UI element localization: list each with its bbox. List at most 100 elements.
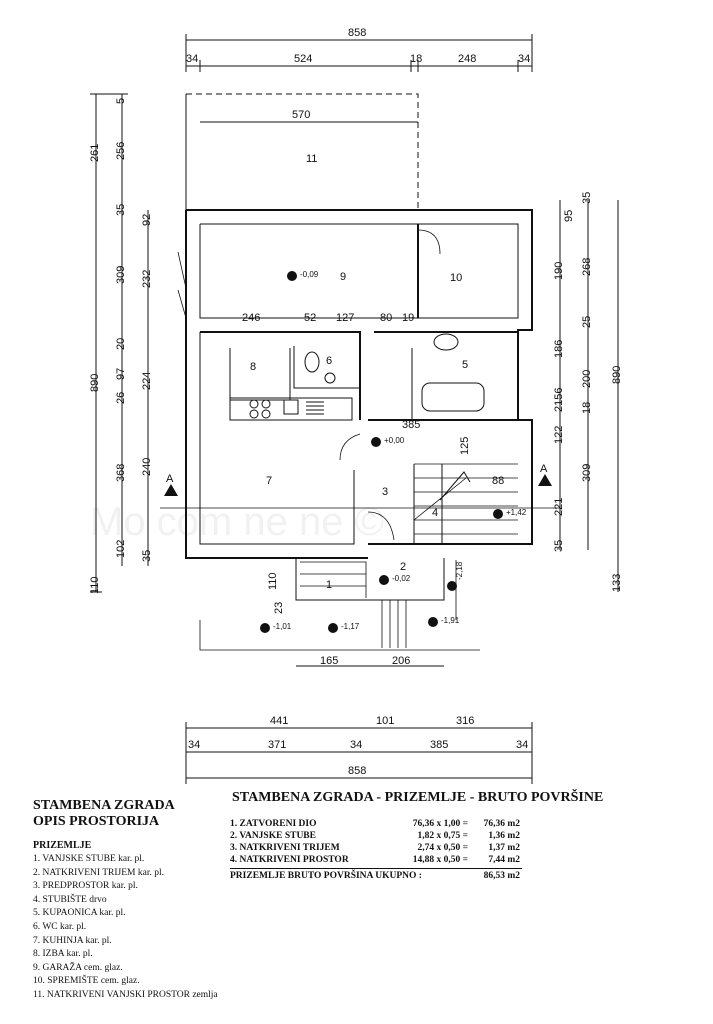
dim-left-inner: 97 (115, 368, 127, 380)
legend-item: 11. NATKRIVENI VANJSKI PROSTOR zemlja (33, 989, 218, 1000)
level-marker-icon (447, 581, 457, 591)
dim-right-inner: 190 (553, 262, 565, 280)
dim-top-inner: 570 (292, 109, 310, 121)
room-number: 5 (462, 359, 468, 371)
dim-bottom-row2: 385 (430, 739, 448, 751)
section-label: A (540, 463, 548, 475)
dim-inner: 80 (380, 312, 392, 324)
dim-left-inner: 368 (115, 464, 127, 482)
legend-subtitle: OPIS PROSTORIJA (33, 814, 160, 829)
dim-left-inner: 35 (115, 204, 127, 216)
dim-right-inner: 309 (581, 464, 593, 482)
dim-top-overall: 858 (348, 27, 366, 39)
dim-bottom-overall: 858 (348, 765, 366, 777)
level-label: -2,18 (455, 561, 464, 580)
dim-left-inner: 5 (115, 98, 127, 104)
garage-walls (199, 223, 519, 319)
dim-stair-step: 88 (492, 475, 504, 487)
dim-left-inner-b: 35 (141, 550, 153, 562)
legend-item: 4. STUBIŠTE drvo (33, 894, 107, 905)
level-label: +0,00 (384, 436, 405, 445)
floor-plan-drawing: Mo com ne ne © 858 34 524 18 248 34 570 … (89, 27, 623, 784)
watermark: Mo com ne ne © (90, 500, 384, 544)
dim-entry: 165 (320, 655, 338, 667)
level-marker-icon (379, 575, 389, 585)
dim-right-inner: 35 (581, 192, 593, 204)
dim-bottom-row2: 34 (188, 739, 200, 751)
dim-top-part: 34 (518, 53, 530, 65)
legend-item: 8. IZBA kar. pl. (33, 949, 93, 960)
sink (433, 333, 459, 351)
area-total-row: PRIZEMLJE BRUTO POVRŠINA UKUPNO : 86,53 … (230, 871, 610, 881)
room-number: 6 (326, 355, 332, 367)
dim-right-inner: 18 (581, 402, 593, 414)
legend-item: 6. WC kar. pl. (33, 921, 87, 932)
room-number: 11 (306, 153, 317, 165)
area-result: 7,44 m2 (488, 855, 520, 865)
level-marker-icon (287, 271, 297, 281)
outer-stair (300, 561, 367, 598)
dim-left-outer: 890 (89, 374, 101, 392)
legend-floor: PRIZEMLJE (33, 840, 92, 851)
legend-item: 10. SPREMIŠTE cem. glaz. (33, 976, 140, 987)
dim-inner: 127 (336, 312, 354, 324)
dim-top-part: 524 (294, 53, 312, 65)
level-label: -1,17 (341, 622, 360, 631)
area-row: 1. ZATVORENI DIO 76,36 x 1,00 = 76,36 m2 (230, 818, 610, 830)
area-label: 2. VANJSKE STUBE (230, 831, 316, 841)
dim-stair-width: 385 (402, 419, 420, 431)
level-label: -1,91 (441, 616, 460, 625)
dim-inner: 246 (242, 312, 260, 324)
level-marker-icon (328, 623, 338, 633)
room-number: 3 (382, 486, 388, 498)
area-label: 3. NATKRIVENI TRIJEM (230, 843, 340, 853)
area-calc: 76,36 x 1,00 = (412, 819, 468, 829)
level-marker-icon (428, 617, 438, 627)
dim-top-part: 18 (410, 53, 422, 65)
legend-item: 7. KUHINJA kar. pl. (33, 935, 112, 946)
area-calc: 1,82 x 0,75 = (417, 831, 468, 841)
dim-bottom-row1: 441 (270, 715, 288, 727)
room-number: 9 (340, 271, 346, 283)
dim-entry: 206 (392, 655, 410, 667)
dim-right-outer: 133 (611, 574, 623, 592)
dim-left-inner: 20 (115, 338, 127, 350)
dim-left-outer-top: 261 (89, 144, 101, 162)
kitchen-counter (229, 397, 353, 421)
level-label: -0,02 (392, 574, 411, 583)
area-row: 3. NATKRIVENI TRIJEM 2,74 x 0,50 = 1,37 … (230, 842, 610, 854)
area-table: STAMBENA ZGRADA - PRIZEMLJE - BRUTO POVR… (230, 790, 610, 881)
area-label: 1. ZATVORENI DIO (230, 819, 317, 829)
area-result: 1,36 m2 (488, 831, 520, 841)
dim-entry-left: 110 (267, 572, 279, 590)
dim-left-outer: 110 (89, 576, 101, 594)
level-label: -0,09 (300, 270, 319, 279)
dim-left-inner-b: 240 (141, 458, 153, 476)
room-number: 7 (266, 475, 272, 487)
area-total-label: PRIZEMLJE BRUTO POVRŠINA UKUPNO : (230, 871, 422, 881)
area-table-title: STAMBENA ZGRADA - PRIZEMLJE - BRUTO POVR… (232, 790, 604, 805)
wc-toilet (304, 351, 320, 373)
room-number: 2 (400, 561, 406, 573)
dim-right-inner: 186 (553, 340, 565, 358)
dim-bottom-row1: 316 (456, 715, 474, 727)
dim-right-inner: 25 (581, 316, 593, 328)
section-marker-right-icon (538, 474, 552, 486)
dim-right-inner: 95 (563, 210, 575, 222)
legend-item: 1. VANJSKE STUBE kar. pl. (33, 854, 145, 864)
level-marker-icon (260, 623, 270, 633)
dim-right-inner: 268 (581, 258, 593, 276)
outer-wall (185, 209, 533, 559)
dim-bottom-row2: 34 (516, 739, 528, 751)
area-row: 2. VANJSKE STUBE 1,82 x 0,75 = 1,36 m2 (230, 830, 610, 842)
dim-left-inner: 309 (115, 266, 127, 284)
area-divider (230, 868, 522, 869)
level-marker-icon (493, 509, 503, 519)
legend-item: 5. KUPAONICA kar. pl. (33, 908, 126, 919)
dim-bottom-row1: 101 (376, 715, 394, 727)
dim-stair-rise: 125 (459, 437, 471, 455)
dim-right-inner: 2156 (553, 388, 565, 412)
level-label: +1,42 (506, 508, 527, 517)
dim-right-inner: 35 (553, 540, 565, 552)
dim-entry-left: 23 (273, 602, 285, 614)
